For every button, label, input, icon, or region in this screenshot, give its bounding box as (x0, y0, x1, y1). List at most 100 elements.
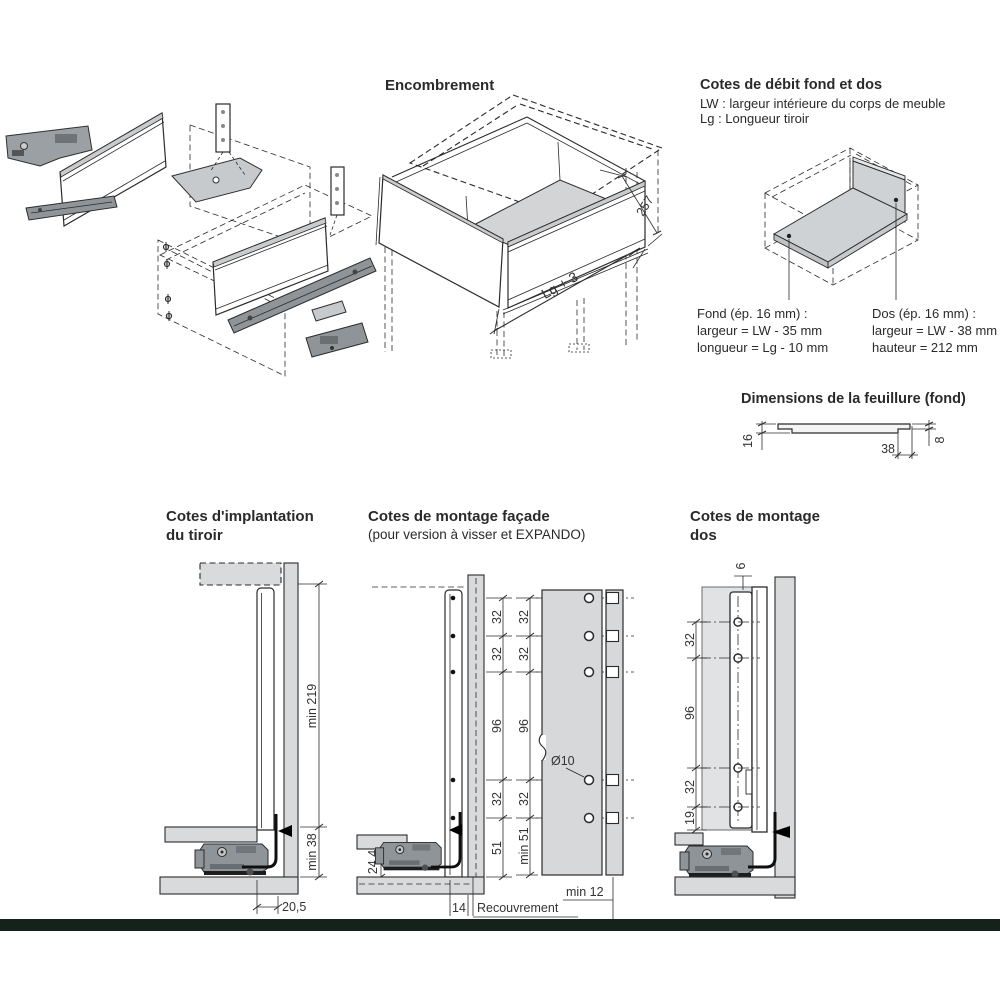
side-dim-column: 32 32 96 32 51 (486, 594, 512, 881)
front-dim-column: 32 32 96 32 min 51 (516, 594, 538, 879)
dim-38: 38 (881, 426, 918, 459)
rear-fixing-hook (748, 812, 777, 869)
svg-text:32: 32 (517, 610, 531, 624)
fond-spec: Fond (ép. 16 mm) : largeur = LW - 35 mm … (697, 305, 872, 356)
break-symbol (538, 733, 547, 762)
gap-arrow-icon (772, 826, 790, 838)
svg-text:14: 14 (452, 901, 466, 915)
debit-desc2: Lg : Longueur tiroir (700, 110, 810, 126)
runner-mechanism (375, 841, 442, 871)
dos-dim-column: 32 96 32 19 (683, 618, 707, 834)
svg-text:32: 32 (683, 633, 697, 647)
svg-text:19: 19 (683, 811, 697, 825)
fond-spec-title: Fond (ép. 16 mm) : (697, 306, 808, 321)
facade-holes (583, 592, 595, 824)
dim-205: 20,5 (252, 880, 306, 914)
svg-text:32: 32 (490, 792, 504, 806)
hole-axis-lines (700, 621, 760, 808)
gap-arrow-icon (449, 824, 462, 836)
svg-text:min 38: min 38 (305, 833, 319, 871)
cabinet-rear-panel (774, 576, 796, 899)
svg-text:32: 32 (490, 647, 504, 661)
dos-spec-line2: hauteur = 212 mm (872, 340, 978, 355)
dos-montage-title: Cotes de montage dos (690, 508, 821, 544)
dim-6: 6 (734, 562, 752, 590)
dos-montage-diagram: 6 32 96 32 19 (674, 562, 796, 899)
dos-spec: Dos (ép. 16 mm) : largeur = LW - 38 mm h… (872, 305, 1000, 356)
screws (162, 242, 173, 321)
dim-min38: min 38 (300, 833, 327, 881)
svg-text:96: 96 (517, 719, 531, 733)
svg-text:16: 16 (741, 434, 755, 448)
cabinet-bottom-panel (674, 876, 796, 896)
cabinet-bottom-panel (159, 876, 299, 895)
svg-text:32: 32 (490, 610, 504, 624)
dim-8: 8 (912, 420, 947, 446)
svg-text:Recouvrement: Recouvrement (477, 901, 559, 915)
runner-mechanism (194, 843, 269, 876)
implantation-title: Cotes d'implantation du tiroir (166, 508, 314, 544)
dim-14-recouvrement: 14 Recouvrement (449, 877, 578, 918)
board-profile (777, 423, 911, 434)
debit-diagram (764, 147, 919, 300)
drawer-box (375, 116, 649, 315)
hole-diameter-label: Ø10 (551, 754, 585, 778)
dim-min219: min 219 (298, 580, 327, 877)
drawer-back-wall (751, 586, 768, 833)
svg-text:min 12: min 12 (566, 885, 604, 899)
encombrement-diagram: 257 Lg + 3 (375, 94, 664, 359)
svg-text:38: 38 (881, 442, 895, 456)
rear-fixing-plate-left (209, 103, 246, 176)
drawer-bottom-panel (674, 832, 704, 846)
drawer-side-profile (256, 587, 275, 831)
mounting-bracket (171, 157, 263, 203)
svg-text:96: 96 (490, 719, 504, 733)
svg-text:6: 6 (734, 562, 748, 569)
dos-spec-title: Dos (ép. 16 mm) : (872, 306, 977, 321)
drawer-bottom-panel (164, 826, 258, 843)
drawer-side-profile (444, 589, 463, 878)
strip-notches (605, 591, 620, 825)
fond-spec-line1: largeur = LW - 35 mm (697, 323, 823, 338)
implantation-diagram: min 219 min 38 20,5 (159, 562, 327, 914)
right-drawer-side-panel (212, 217, 329, 316)
svg-text:min 51: min 51 (517, 827, 531, 865)
svg-text:32: 32 (517, 792, 531, 806)
right-runner (227, 257, 377, 334)
front-fixing-hook (431, 812, 462, 869)
feuillure-diagram: 16 38 8 (741, 420, 947, 459)
front-fixing-hook (242, 814, 278, 869)
fond-panel (772, 187, 909, 269)
svg-text:51: 51 (490, 841, 504, 855)
facade-title: Cotes de montage façade (pour version à … (368, 508, 586, 542)
dim-16: 16 (741, 421, 790, 450)
front-locking-device (5, 125, 93, 167)
left-drawer-side-panel (59, 112, 167, 227)
gap-arrow-icon (278, 825, 292, 837)
svg-text:20,5: 20,5 (282, 900, 306, 914)
left-runner (25, 195, 118, 221)
svg-text:32: 32 (683, 780, 697, 794)
cabinet-leg-lines (384, 247, 590, 359)
screw-positions (450, 595, 456, 821)
encombrement-title: Encombrement (385, 77, 495, 94)
feuillure-title: Dimensions de la feuillure (fond) (741, 391, 966, 407)
debit-desc1: LW : largeur intérieure du corps de meub… (700, 96, 946, 111)
drawer-side-front-strip (605, 589, 624, 876)
svg-text:min 219: min 219 (305, 684, 319, 729)
debit-title: Cotes de débit fond et dos (700, 77, 883, 93)
rear-locking-device (305, 300, 369, 358)
facade-montage-diagram: 32 32 96 32 51 24,4 (356, 574, 634, 920)
leader-lines (786, 197, 899, 300)
dim-min12: min 12 (563, 877, 614, 920)
cabinet-bottom-panel (356, 876, 485, 895)
page-footer-bar (0, 919, 1000, 931)
debit-header: Cotes de débit fond et dos LW : largeur … (700, 76, 990, 126)
runner-mechanism (679, 845, 754, 878)
svg-text:96: 96 (683, 706, 697, 720)
facade-panel (283, 562, 299, 894)
cabinet-top-panel (199, 562, 282, 586)
svg-text:32: 32 (517, 647, 531, 661)
dos-spec-line1: largeur = LW - 38 mm (872, 323, 998, 338)
